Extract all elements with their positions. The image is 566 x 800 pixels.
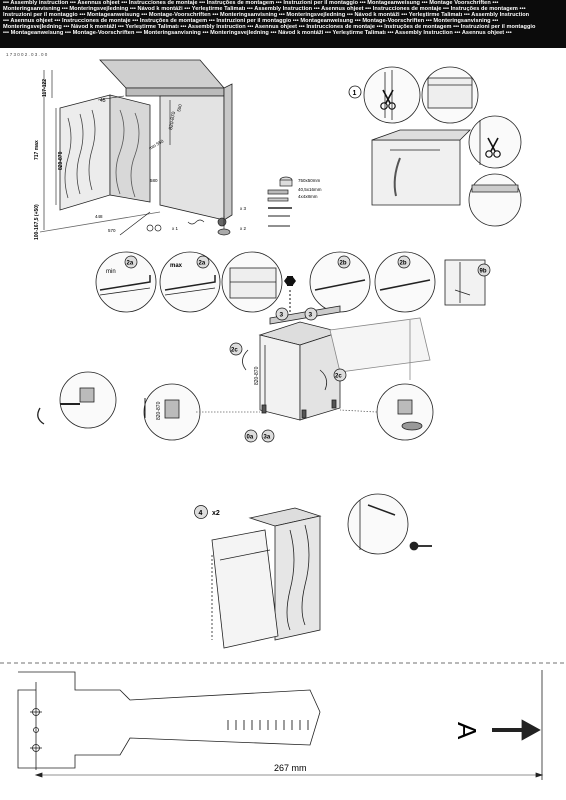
header-line: Monteringsanvisning ••• Monteringsvejled…	[3, 6, 526, 13]
step-3-badge	[275, 307, 289, 321]
step-9b-badge	[477, 263, 491, 277]
header-banner: ••• Assembly instruction ••• Asennus ohj…	[0, 0, 566, 48]
step-4-number: 4	[199, 510, 203, 517]
template-width: 267 mm	[274, 763, 307, 773]
dim-d448: 448	[95, 214, 103, 219]
part-screw-size: 4x4x8mm	[298, 194, 318, 199]
document-reference: 1 7 3 0 0 2 . 0 3 . 0 0	[6, 52, 48, 57]
foot-adjust-details	[37, 371, 434, 441]
step-4-multiplier: x2	[212, 510, 220, 517]
step-0a-number: 0a	[247, 435, 254, 441]
dim-niche-height: 820-870	[58, 151, 64, 170]
parts-kit	[146, 176, 293, 236]
door-swap-icon	[284, 276, 296, 312]
dim-h820b: 820-870	[156, 401, 162, 420]
dim-width-45: 45	[100, 98, 106, 104]
step-2b-number-2: 2b	[400, 261, 407, 267]
step-2a-badge	[124, 255, 138, 269]
dim-height-range: 117-122	[42, 79, 48, 97]
niche-diagram	[39, 59, 233, 236]
label-max: max	[170, 263, 183, 269]
part-qty-3: x 3	[240, 206, 247, 211]
step-9b-number: 9b	[480, 269, 487, 275]
step-1-badge	[348, 85, 362, 99]
step-3a-badge	[261, 429, 275, 443]
step-3a-number: 3a	[264, 435, 271, 441]
step-3-badge-2	[304, 307, 318, 321]
step-2c-badge	[229, 342, 243, 356]
part-qty-2: x 2	[240, 226, 247, 231]
step-2c-number-2: 2c	[335, 374, 342, 380]
header-line: Monteringsvejledning ••• Návod k montáži…	[3, 24, 536, 31]
center-appliance	[242, 305, 431, 421]
dim-d570: 570	[108, 228, 116, 233]
step-1-cabinet	[371, 115, 522, 227]
part-tape1: 750x50mm	[298, 178, 321, 183]
dim-depth-550: 550	[176, 103, 183, 112]
dim-h820: 820-870	[254, 366, 260, 385]
drilling-template	[0, 662, 566, 780]
dim-plinth: 100-167,5 (+50)	[34, 204, 40, 240]
part-qty-1: x 1	[172, 226, 179, 231]
step-4-badge	[194, 505, 208, 519]
template-letter: A	[452, 722, 482, 740]
step-2a-number: 2a	[127, 261, 134, 267]
dim-w820: 820-870	[168, 111, 177, 130]
dim-max-height: 717 max	[34, 140, 40, 160]
dim-d580: 580	[150, 178, 158, 183]
header-line: ••• Assembly instruction ••• Asennus ohj…	[3, 0, 499, 6]
step-1-number: 1	[353, 90, 357, 97]
step-2b-badge-2	[397, 255, 411, 269]
step-0a-badge	[244, 429, 258, 443]
header-line: Instruzioni per il montaggio ••• Montage…	[3, 12, 530, 19]
step-2b-badge	[337, 255, 351, 269]
step-2c-number: 2c	[231, 348, 238, 354]
step-2b-number: 2b	[340, 261, 347, 267]
step-2c-badge-2	[333, 368, 347, 382]
step-2a-badge-2	[196, 255, 210, 269]
step-2a-number-2: 2a	[199, 261, 206, 267]
step-1-cut-detail	[363, 66, 479, 124]
header-line: ••• Montageanweisung ••• Montage-Voorsch…	[3, 30, 512, 37]
header-line: ••• Asennus ohjeet ••• Instrucciones de …	[3, 18, 499, 25]
part-tape2: 40,5x16mm	[298, 187, 322, 192]
label-min: min	[106, 269, 116, 275]
step-3-number-2: 3	[309, 312, 313, 319]
step-4-door-mount	[211, 493, 432, 649]
step-3-number: 3	[280, 312, 284, 319]
